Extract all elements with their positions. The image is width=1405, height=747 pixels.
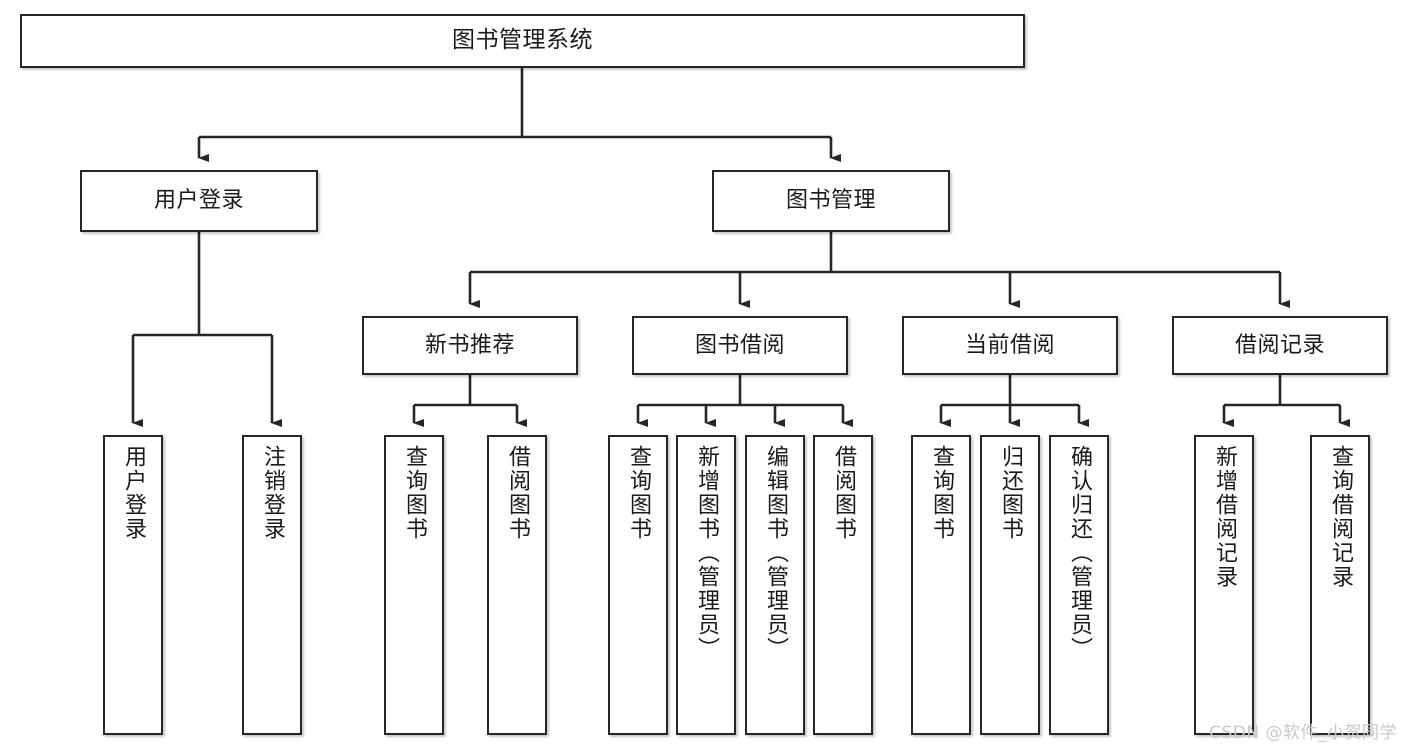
node-root[interactable]: 图书管理系统 [20, 14, 1025, 68]
node-leaf-query-book-3-label: 查询图书 [928, 445, 954, 541]
node-leaf-query-book-1-label: 查询图书 [401, 445, 427, 541]
node-leaf-borrow-book-1-label: 借阅图书 [504, 445, 530, 541]
node-borrow-record[interactable]: 借阅记录 [1172, 316, 1388, 375]
node-leaf-add-book[interactable]: 新增图书（管理员） [676, 435, 736, 735]
node-leaf-add-book-label: 新增图书（管理员） [693, 445, 719, 661]
node-leaf-edit-book-label: 编辑图书（管理员） [762, 445, 788, 661]
node-new-book-recommend-label: 新书推荐 [424, 332, 515, 358]
node-leaf-query-book-2-label: 查询图书 [625, 445, 651, 541]
node-leaf-return-book-label: 归还图书 [997, 445, 1023, 541]
node-leaf-borrow-book-1[interactable]: 借阅图书 [487, 435, 547, 735]
node-leaf-user-logout[interactable]: 注销登录 [242, 435, 302, 735]
node-leaf-add-record[interactable]: 新增借阅记录 [1194, 435, 1254, 735]
node-leaf-user-login[interactable]: 用户登录 [103, 435, 163, 735]
node-user-login[interactable]: 用户登录 [80, 170, 318, 232]
node-new-book-recommend[interactable]: 新书推荐 [362, 316, 578, 375]
node-leaf-query-book-1[interactable]: 查询图书 [384, 435, 444, 735]
node-borrow-record-label: 借阅记录 [1234, 332, 1325, 358]
node-book-borrow-label: 图书借阅 [694, 332, 785, 358]
node-leaf-confirm-return-label: 确认归还（管理员） [1066, 445, 1092, 661]
node-leaf-query-book-2[interactable]: 查询图书 [608, 435, 668, 735]
node-leaf-add-record-label: 新增借阅记录 [1211, 445, 1237, 589]
node-root-label: 图书管理系统 [452, 27, 593, 54]
watermark: CSDN @软件_小贺同学 [1209, 723, 1397, 743]
node-leaf-user-logout-label: 注销登录 [259, 445, 285, 541]
node-leaf-user-login-label: 用户登录 [120, 445, 146, 541]
node-user-login-label: 用户登录 [153, 188, 244, 214]
node-book-borrow[interactable]: 图书借阅 [632, 316, 848, 375]
node-current-borrow[interactable]: 当前借阅 [902, 316, 1118, 375]
node-leaf-borrow-book-2[interactable]: 借阅图书 [813, 435, 873, 735]
node-leaf-query-record-label: 查询借阅记录 [1327, 445, 1353, 589]
node-leaf-edit-book[interactable]: 编辑图书（管理员） [745, 435, 805, 735]
node-leaf-borrow-book-2-label: 借阅图书 [830, 445, 856, 541]
node-leaf-query-record[interactable]: 查询借阅记录 [1310, 435, 1370, 735]
node-leaf-return-book[interactable]: 归还图书 [980, 435, 1040, 735]
node-leaf-confirm-return[interactable]: 确认归还（管理员） [1049, 435, 1109, 735]
node-book-manage[interactable]: 图书管理 [712, 170, 950, 232]
node-current-borrow-label: 当前借阅 [964, 332, 1055, 358]
node-book-manage-label: 图书管理 [785, 188, 876, 214]
node-leaf-query-book-3[interactable]: 查询图书 [911, 435, 971, 735]
